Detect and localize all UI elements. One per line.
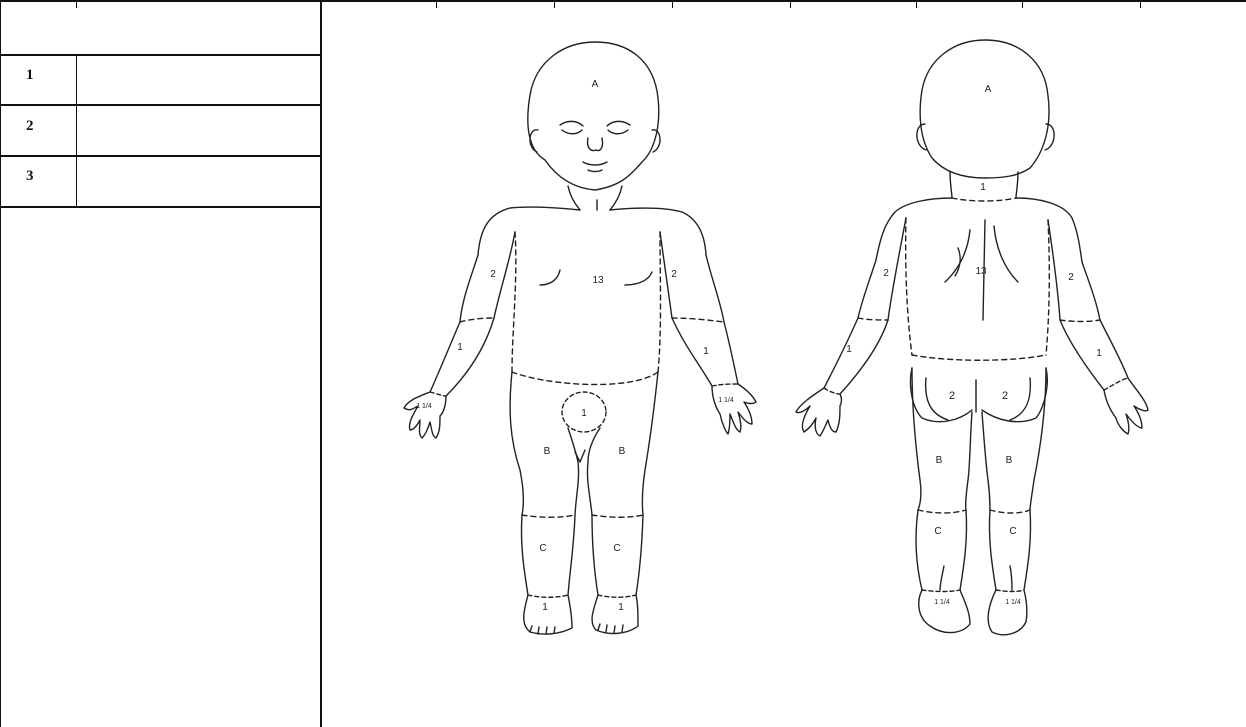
- front-figure: [404, 42, 756, 634]
- back-label-shin-left: C: [934, 526, 941, 537]
- back-label-thigh-left: B: [936, 455, 943, 466]
- row-value-cell[interactable]: [80, 108, 316, 152]
- table-column-divider: [76, 54, 77, 208]
- table-rule: [0, 155, 321, 157]
- table-rule: [0, 206, 321, 208]
- front-label-head: A: [592, 79, 599, 90]
- front-label-genital: 1: [581, 408, 587, 419]
- back-label-foot-right: 1 1/4: [1005, 599, 1021, 606]
- back-label-forearm-right: 1: [1096, 348, 1102, 359]
- front-label-thigh-right: B: [619, 446, 626, 457]
- back-label-foot-left: 1 1/4: [934, 599, 950, 606]
- row-value-cell[interactable]: [80, 58, 316, 102]
- front-label-hand-right: 1 1/4: [718, 397, 734, 404]
- row-number: 2: [26, 118, 34, 135]
- patient-info-table: 1 2 3: [0, 0, 321, 727]
- back-label-buttock-left: 2: [949, 390, 955, 402]
- back-label-forearm-left: 1: [846, 344, 852, 355]
- front-label-foot-left: 1: [542, 602, 548, 613]
- back-label-shin-right: C: [1009, 526, 1016, 537]
- back-label-head: A: [985, 84, 992, 95]
- back-label-back: 13: [975, 266, 987, 277]
- front-label-forearm-right: 1: [703, 346, 709, 357]
- front-label-chest: 13: [592, 275, 604, 286]
- front-label-thigh-left: B: [544, 446, 551, 457]
- table-rule: [0, 104, 321, 106]
- back-label-neck: 1: [980, 182, 986, 193]
- table-rule: [0, 54, 321, 56]
- back-label-upper-arm-right: 2: [1068, 272, 1074, 283]
- table-left-border: [0, 0, 1, 727]
- front-label-shin-right: C: [613, 543, 620, 554]
- row-value-cell[interactable]: [80, 159, 316, 203]
- back-label-upper-arm-left: 2: [883, 268, 889, 279]
- front-label-shin-left: C: [539, 543, 546, 554]
- body-diagram: A 13 2 2 1 1 1 1/4 1 1/4 1 B B C C 1 1 A…: [322, 3, 1246, 727]
- back-label-thigh-right: B: [1006, 455, 1013, 466]
- row-number: 3: [26, 168, 34, 185]
- back-figure: [796, 40, 1148, 635]
- front-label-foot-right: 1: [618, 602, 624, 613]
- back-label-buttock-right: 2: [1002, 390, 1008, 402]
- back-labels: A 1 13 2 2 1 1 2 2 B B C C 1 1/4 1 1/4: [846, 84, 1102, 606]
- front-label-hand-left: 1 1/4: [416, 403, 432, 410]
- row-number: 1: [26, 67, 34, 84]
- front-label-upper-arm-left: 2: [490, 269, 496, 280]
- front-label-forearm-left: 1: [457, 342, 463, 353]
- front-label-upper-arm-right: 2: [671, 269, 677, 280]
